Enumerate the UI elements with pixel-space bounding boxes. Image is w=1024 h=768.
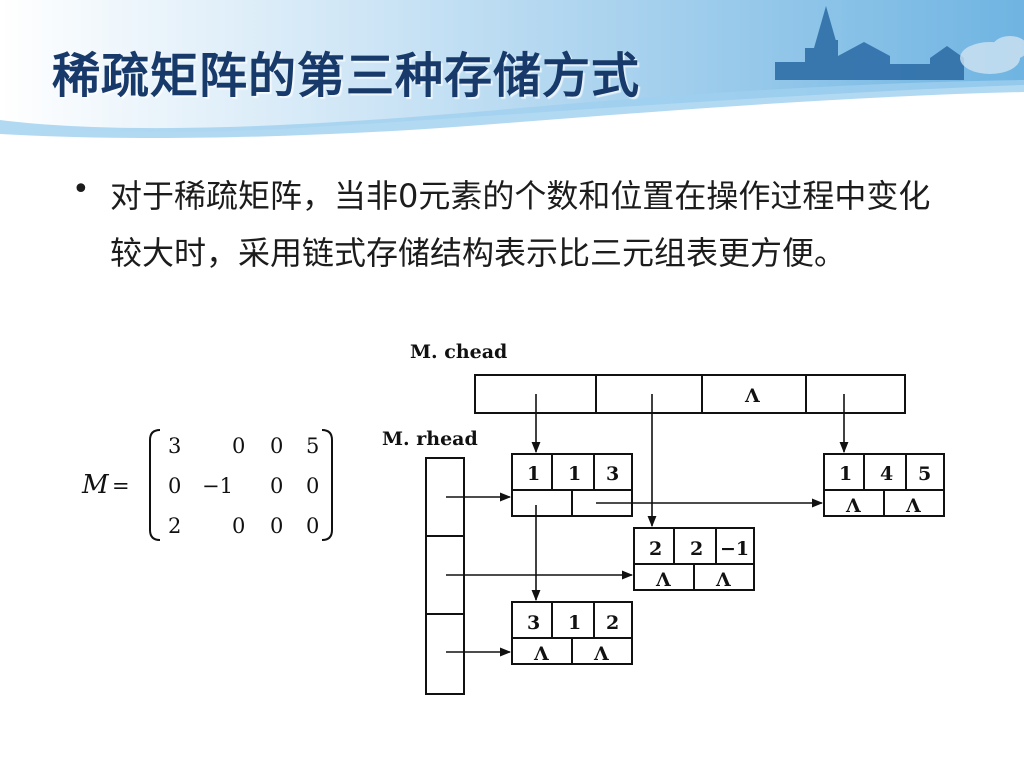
- bullet-text: 对于稀疏矩阵，当非0元素的个数和位置在操作过程中变化较大时，采用链式存储结构表示…: [110, 177, 931, 272]
- null-pointer: Λ: [715, 569, 731, 591]
- node-2-2: 2 2 −1 Λ Λ: [633, 527, 755, 591]
- node-value: −1: [720, 538, 749, 560]
- null-pointer: Λ: [533, 643, 549, 665]
- matrix-name: M: [81, 470, 110, 500]
- matrix-cell: 0: [168, 474, 181, 498]
- node-col: 1: [568, 463, 581, 485]
- column-head-array: [474, 374, 906, 414]
- node-row: 1: [839, 463, 852, 485]
- null-pointer: Λ: [655, 569, 671, 591]
- matrix-bracket-left: [149, 429, 161, 541]
- node-value: 5: [918, 463, 931, 485]
- node-1-1: 1 1 3: [511, 453, 633, 517]
- node-1-4: 1 4 5 Λ Λ: [823, 453, 945, 517]
- matrix-cell: 2: [168, 514, 181, 538]
- null-pointer: Λ: [845, 495, 861, 517]
- matrix-equals: =: [112, 474, 130, 498]
- node-3-1: 3 1 2 Λ Λ: [511, 601, 633, 665]
- node-row: 1: [527, 463, 540, 485]
- rhead-label: M. rhead: [382, 428, 478, 450]
- matrix-cell: 0: [270, 514, 283, 538]
- node-value: 2: [606, 612, 619, 634]
- skyline-decoration: [775, 6, 964, 80]
- null-pointer: Λ: [905, 495, 921, 517]
- node-row: 3: [527, 612, 540, 634]
- matrix-cell: 0: [270, 434, 283, 458]
- tree-decoration: [960, 36, 1024, 74]
- matrix-cell: 0: [232, 434, 245, 458]
- matrix-cell: 0: [306, 514, 319, 538]
- matrix-cell: 0: [306, 474, 319, 498]
- header-banner: [0, 0, 1024, 138]
- null-pointer: Λ: [744, 385, 760, 407]
- node-value: 3: [606, 463, 619, 485]
- matrix-m: M = 3 0 0 5 0 −1 0 0 2 0 0 0: [81, 429, 333, 541]
- bullet-marker: •: [72, 172, 90, 207]
- matrix-cell: 3: [168, 434, 181, 458]
- matrix-cell: 0: [232, 514, 245, 538]
- node-col: 2: [690, 538, 703, 560]
- pointer-arrows: [446, 394, 849, 657]
- slide-title: 稀疏矩阵的第三种存储方式: [52, 48, 641, 104]
- matrix-cell: 5: [306, 434, 319, 458]
- matrix-cell: 0: [270, 474, 283, 498]
- null-pointer: Λ: [593, 643, 609, 665]
- matrix-cell: −1: [202, 474, 233, 498]
- row-head-array: [425, 457, 465, 695]
- chead-label: M. chead: [410, 341, 507, 363]
- node-row: 2: [649, 538, 662, 560]
- node-col: 4: [880, 463, 893, 485]
- node-col: 1: [568, 612, 581, 634]
- matrix-bracket-right: [321, 429, 333, 541]
